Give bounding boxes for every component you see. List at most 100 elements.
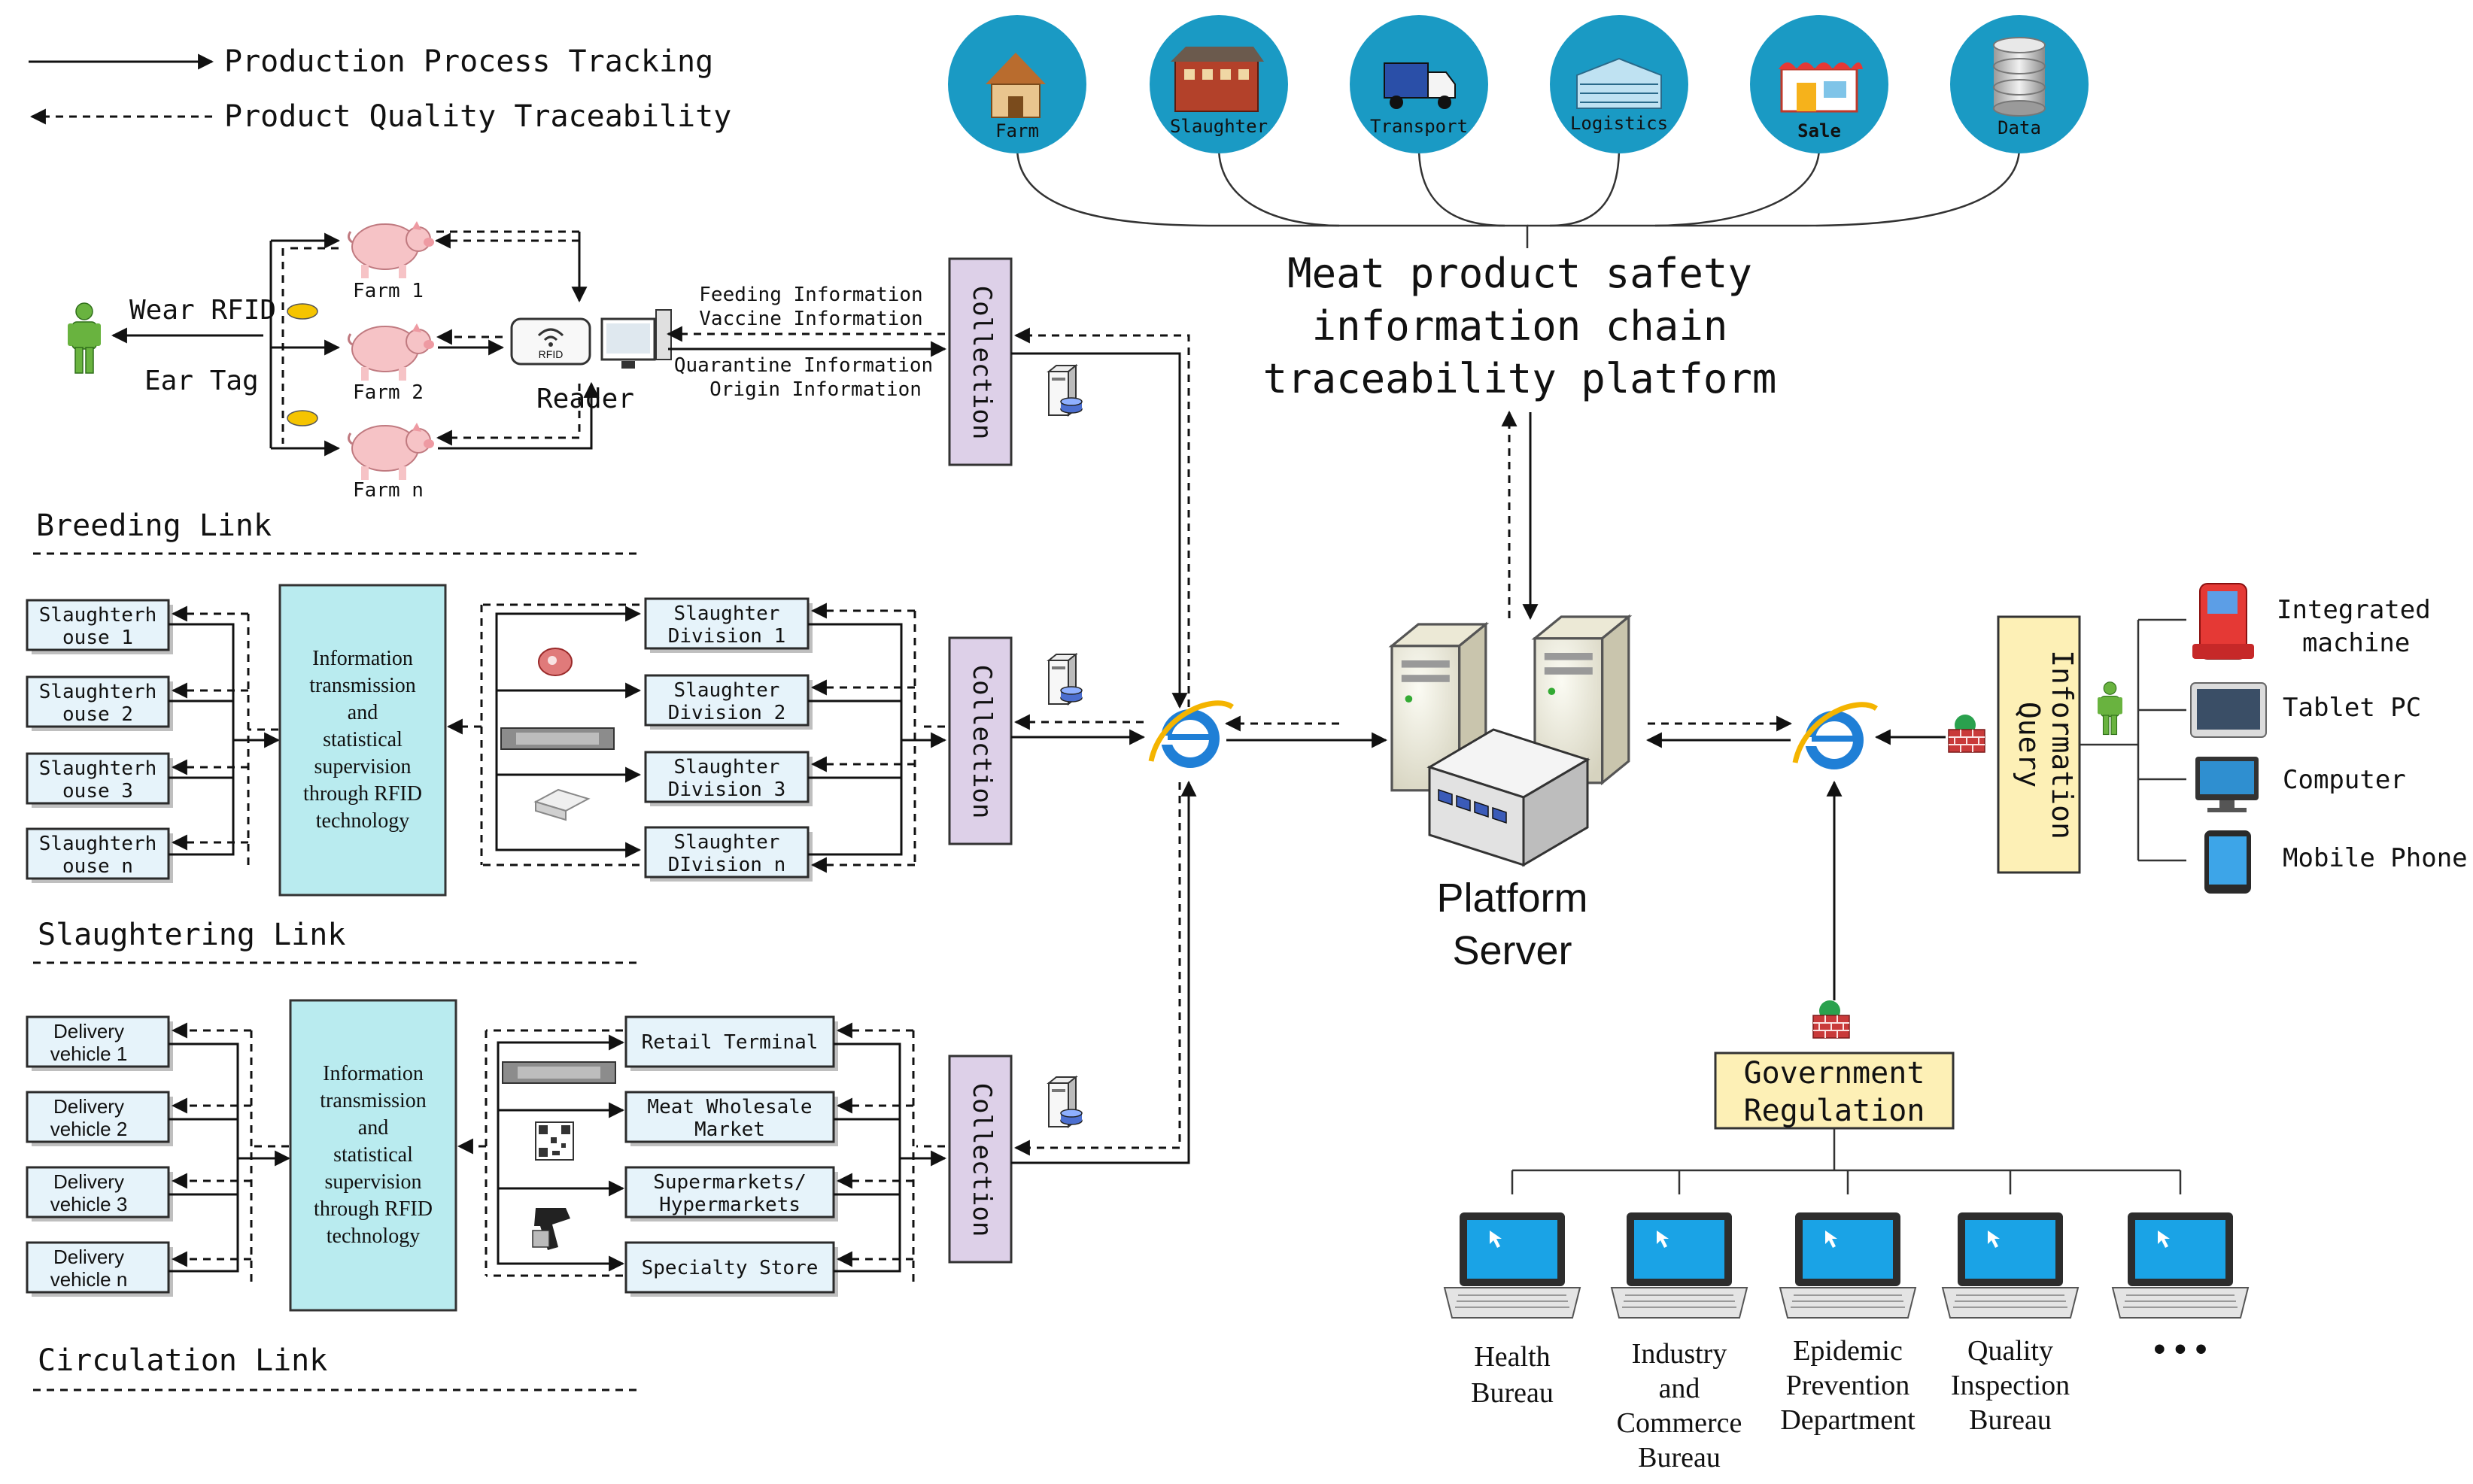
circulation-center-line-2: transmission (320, 1089, 427, 1112)
stage-logistics: Logistics (1550, 15, 1688, 153)
vehicle-1-line-2: vehicle 1 (50, 1042, 128, 1065)
firewall-icon-government (1812, 1000, 1850, 1039)
info-quarantine: Quarantine Information (674, 354, 933, 377)
legend: Production Process Tracking Product Qual… (29, 44, 731, 134)
dept-quality-line-3: Bureau (1969, 1404, 2052, 1436)
platform-server-line-2: Server (1452, 928, 1572, 973)
db-server-icon-1 (1048, 365, 1083, 416)
stage-transport: Transport (1350, 15, 1488, 153)
vehicle-list: Delivery vehicle 1 Delivery vehicle 2 De… (26, 1015, 173, 1297)
farm-label-n: Farm n (353, 479, 424, 502)
platform-server-line-1: Platform (1436, 876, 1587, 921)
dept-quality-line-1: Quality (1967, 1335, 2053, 1367)
division-2-line-2: Division 2 (668, 702, 786, 724)
vehicle-n-line-1: Delivery (53, 1246, 124, 1268)
pig-icon-farm-2 (347, 322, 436, 382)
terminal-3-line-1: Supermarkets/ (653, 1171, 807, 1194)
division-n-line-2: DIvision n (668, 854, 786, 876)
laptop-icon-epidemic (1779, 1212, 1916, 1319)
barcode-scanner-icon (532, 1208, 570, 1250)
query-title-line-2: Query (2013, 702, 2046, 788)
db-server-icon-2 (1048, 654, 1083, 705)
dept-health-line-1: Health (1474, 1341, 1550, 1373)
device-integrated-line-1: Integrated (2277, 595, 2431, 625)
slaughterhouse-2-line-1: Slaughterh (39, 681, 157, 703)
dept-industry-line-2: and (1659, 1373, 1700, 1404)
stage-row: Farm Slaughter Transport Logistics (948, 15, 2089, 248)
department-list: Health Bureau Industry and Commerce Bure… (1444, 1212, 2249, 1473)
delivery-vehicle-3: Delivery vehicle 3 (26, 1166, 173, 1221)
platform-title-line-3: traceability platform (1263, 355, 1777, 402)
rfid-center-box-slaughter: Information transmission and statistical… (278, 584, 447, 897)
info-origin: Origin Information (709, 378, 922, 401)
collection-box-1: Collection (948, 257, 1013, 466)
division-n-line-1: Slaughter (674, 831, 780, 854)
dept-more: • • • (2112, 1212, 2249, 1367)
stage-label-farm: Farm (995, 120, 1039, 141)
slaughterhouse-3: Slaughterh ouse 3 (26, 752, 173, 808)
terminal-3-line-2: Hypermarkets (659, 1194, 801, 1216)
tablet-pc: Tablet PC (2190, 682, 2421, 738)
device-tablet-line-1: Tablet PC (2283, 693, 2421, 723)
ear-tag-label: Ear Tag (144, 366, 259, 396)
rfid-antenna-icon (500, 727, 615, 750)
vehicle-n-line-2: vehicle n (50, 1268, 128, 1291)
circulation-center-line-6: through RFID (314, 1197, 433, 1221)
stage-data: Data (1950, 15, 2089, 153)
slaughter-division-list: Slaughter Division 1 Slaughter Division … (644, 597, 813, 882)
specialty-store: Specialty Store (624, 1241, 838, 1297)
circulation-center-line-5: supervision (324, 1170, 421, 1194)
dept-industry-line-1: Industry (1632, 1338, 1727, 1370)
stage-label-data: Data (1998, 117, 2041, 138)
device-integrated-line-2: machine (2302, 628, 2410, 658)
slaughtering-link-title: Slaughtering Link (38, 918, 345, 952)
circulation-center-line-4: statistical (333, 1143, 413, 1167)
delivery-vehicle-1: Delivery vehicle 1 (26, 1015, 173, 1071)
ear-tag-icon (287, 303, 318, 426)
rfid-tag-label: RFID (539, 348, 564, 360)
qr-code-icon (535, 1121, 574, 1161)
terminal-2-line-2: Market (694, 1118, 765, 1141)
slaughter-center-line-4: statistical (323, 728, 403, 751)
slaughterhouse-2: Slaughterh ouse 2 (26, 675, 173, 731)
collection-box-3: Collection (948, 1055, 1013, 1264)
information-query-box: Information Query (1997, 615, 2081, 874)
stage-label-logistics: Logistics (1570, 113, 1668, 134)
device-mobile-line-1: Mobile Phone (2283, 843, 2468, 873)
computer: Computer (2195, 757, 2406, 812)
collection-label-2: Collection (967, 665, 997, 819)
meat-wholesale-market: Meat Wholesale Market (624, 1091, 838, 1146)
meat-icon (538, 648, 573, 676)
kiosk-icon (2192, 583, 2254, 660)
slaughterhouse-2-line-2: ouse 2 (62, 703, 133, 726)
circulation-link-title: Circulation Link (38, 1343, 327, 1378)
delivery-vehicle-n: Delivery vehicle n (26, 1241, 173, 1297)
monitor-icon (2195, 757, 2259, 812)
platform-title-line-2: information chain (1312, 302, 1728, 350)
slaughter-division-3: Slaughter Division 3 (644, 751, 813, 806)
breeding-link-title: Breeding Link (36, 508, 272, 543)
dept-industry-line-3: Commerce (1617, 1407, 1742, 1439)
stage-farm: Farm (948, 15, 1086, 153)
info-feeding: Feeding Information (699, 284, 922, 306)
slaughterhouse-3-line-2: ouse 3 (62, 780, 133, 803)
vehicle-2-line-2: vehicle 2 (50, 1118, 128, 1140)
slaughterhouse-n-line-2: ouse n (62, 855, 133, 878)
db-server-icon-3 (1048, 1076, 1083, 1127)
firewall-icon-query (1948, 714, 1985, 753)
mobile-phone: Mobile Phone (2204, 830, 2468, 894)
dept-quality-inspection: Quality Inspection Bureau (1942, 1212, 2079, 1436)
slaughter-center-line-6: through RFID (303, 782, 422, 806)
platform-title: Meat product safety information chain tr… (1263, 250, 1777, 402)
rfid-center-box-circulation: Information transmission and statistical… (289, 999, 457, 1312)
terminal-1-line-1: Retail Terminal (642, 1031, 819, 1054)
slaughterhouse-1-line-1: Slaughterh (39, 604, 157, 627)
reader-label: Reader (536, 384, 634, 414)
query-device-list: Integrated machine Tablet PC Computer (2190, 583, 2468, 894)
dept-industry-line-4: Bureau (1638, 1442, 1721, 1473)
slaughter-division-2: Slaughter Division 2 (644, 674, 813, 730)
slaughterhouse-1: Slaughterh ouse 1 (26, 599, 173, 654)
dept-health-line-2: Bureau (1471, 1377, 1554, 1409)
internet-hub-icon-right (1795, 705, 1876, 764)
